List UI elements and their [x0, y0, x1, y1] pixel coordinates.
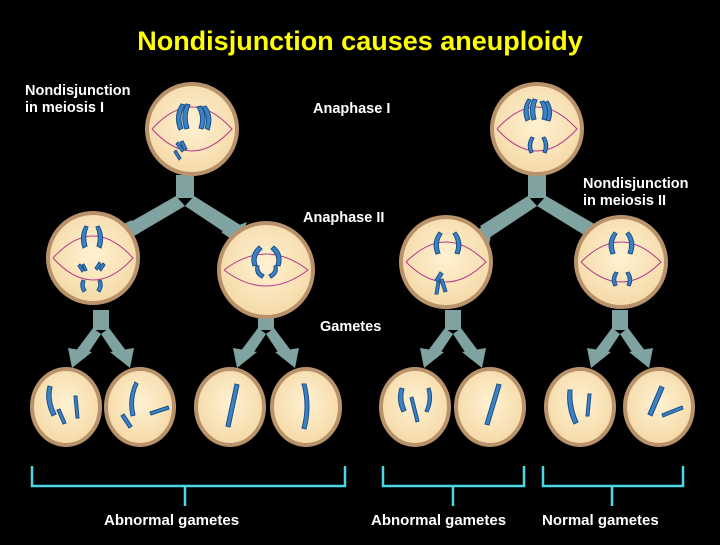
- label-line: in meiosis II: [583, 193, 666, 209]
- chromosomes: [608, 231, 635, 287]
- spindle: [405, 241, 487, 283]
- gametes: [30, 367, 695, 447]
- arrow-split-gametes-3: [420, 310, 486, 368]
- spindle: [223, 253, 309, 287]
- chromosomes: [77, 225, 106, 293]
- label-anaphase2: Anaphase II: [303, 210, 385, 226]
- bracket-middle: [381, 466, 526, 506]
- chromosomes: [251, 245, 282, 279]
- cell-anaphase1-left: [145, 82, 239, 176]
- spindle: [580, 241, 662, 283]
- cell-anaphase2-2: [217, 221, 315, 319]
- bracket-right: [541, 466, 685, 506]
- group-label-abnormal-middle: Abnormal gametes: [371, 512, 507, 529]
- chromosomes: [433, 231, 462, 295]
- spindle: [151, 106, 233, 152]
- arrow-split-gametes-1: [68, 310, 134, 368]
- cell-anaphase2-3: [399, 215, 493, 309]
- arrow-split-gametes-2: [233, 310, 299, 368]
- chromosomes: [173, 103, 212, 161]
- label-line: in meiosis I: [25, 100, 104, 116]
- arrow-split-gametes-4: [587, 310, 653, 368]
- gamete-8: [623, 367, 695, 447]
- cell-anaphase2-1: [46, 211, 140, 305]
- label-line: Nondisjunction: [583, 176, 689, 192]
- cell-anaphase2-4: [574, 215, 668, 309]
- label-nondisjunction-meiosis2: Nondisjunction in meiosis II: [583, 176, 689, 210]
- spindle: [52, 235, 134, 281]
- label-gametes: Gametes: [320, 319, 382, 335]
- bracket-left: [30, 466, 347, 506]
- cell-anaphase1-right: [490, 82, 584, 176]
- label-anaphase1: Anaphase I: [313, 101, 391, 117]
- group-label-normal: Normal gametes: [542, 512, 659, 529]
- chromosomes: [523, 98, 553, 154]
- arrows: [68, 175, 653, 368]
- gamete-2: [104, 367, 176, 447]
- gamete-5: [379, 367, 451, 447]
- gamete-7: [544, 367, 616, 447]
- label-line: Nondisjunction: [25, 83, 131, 99]
- label-nondisjunction-meiosis1: Nondisjunction in meiosis I: [25, 83, 131, 117]
- spindle: [496, 106, 578, 152]
- diagram-title: Nondisjunction causes aneuploidy: [137, 26, 583, 56]
- gamete-6: [454, 367, 526, 447]
- gamete-4: [270, 367, 342, 447]
- gamete-3: [194, 367, 266, 447]
- gamete-1: [30, 367, 102, 447]
- brackets: [30, 466, 685, 506]
- group-label-abnormal-left: Abnormal gametes: [104, 512, 240, 529]
